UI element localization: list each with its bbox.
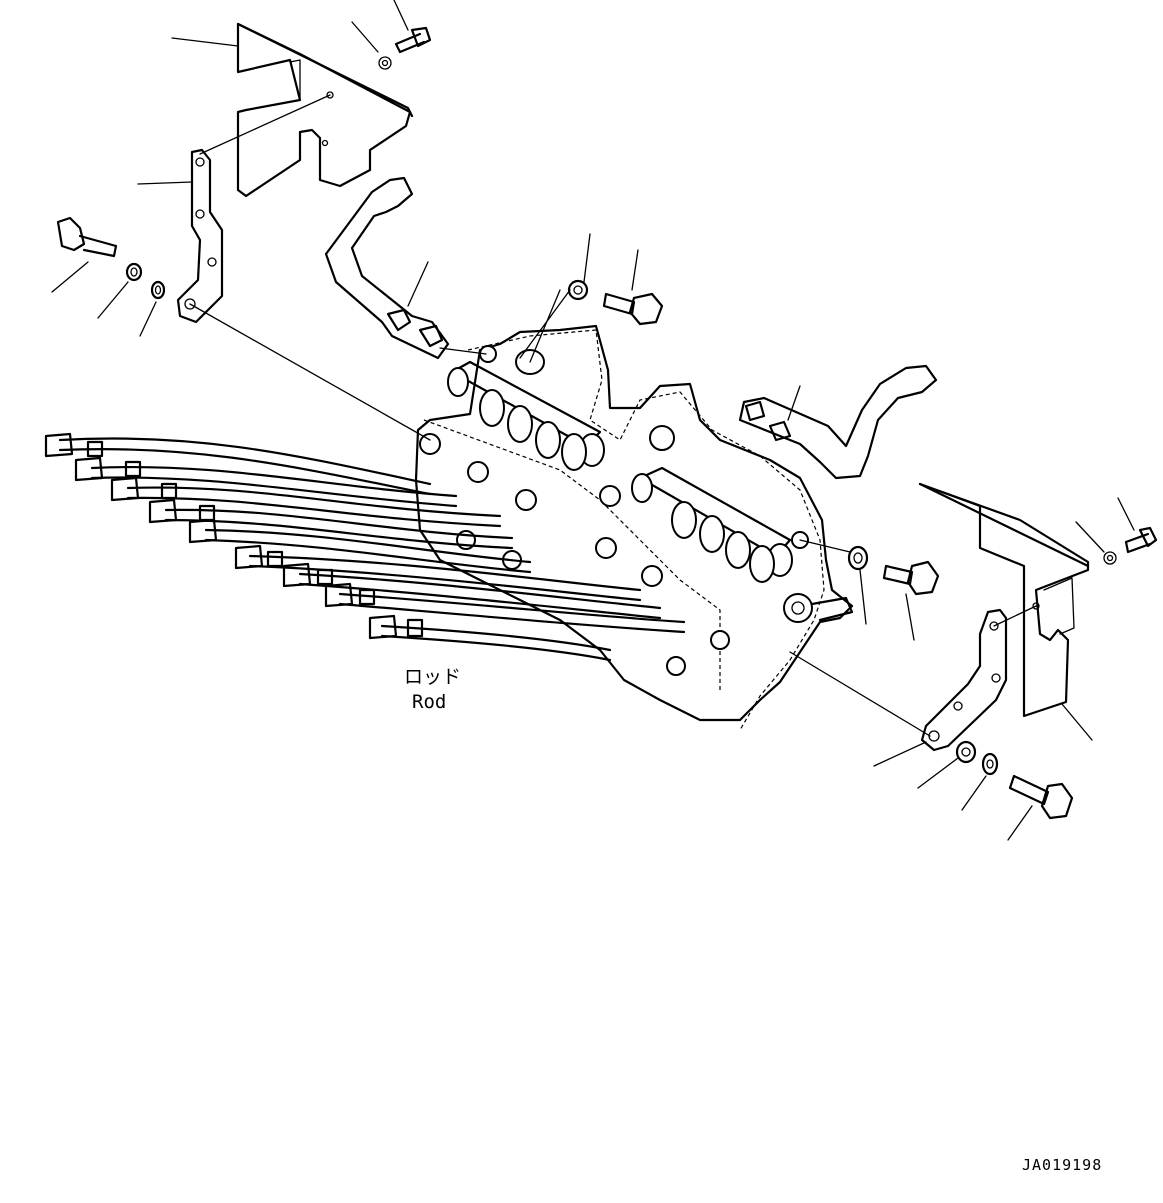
hose-fittings xyxy=(44,432,424,640)
bolt-center-top xyxy=(567,279,664,326)
bolt-top-left xyxy=(378,26,432,70)
bracket-right xyxy=(920,608,1008,752)
bolt-center-right xyxy=(847,545,940,596)
pedal-left xyxy=(324,176,450,360)
bracket-left xyxy=(176,148,224,324)
drawing-code: JA019198 xyxy=(1022,1156,1102,1174)
hoses xyxy=(44,432,686,662)
leader-lines xyxy=(51,0,1135,841)
bolt-left xyxy=(56,216,166,300)
bolt-top-right xyxy=(1103,526,1158,565)
rod-label-en: Rod xyxy=(412,691,446,713)
valve-assembly xyxy=(414,324,854,731)
bolt-right-lower xyxy=(955,740,1074,820)
rod-label-jp: ロッド xyxy=(404,666,461,688)
cover-plate-right xyxy=(918,482,1090,718)
cover-plate-left xyxy=(236,22,414,198)
pedal-right xyxy=(738,364,938,480)
